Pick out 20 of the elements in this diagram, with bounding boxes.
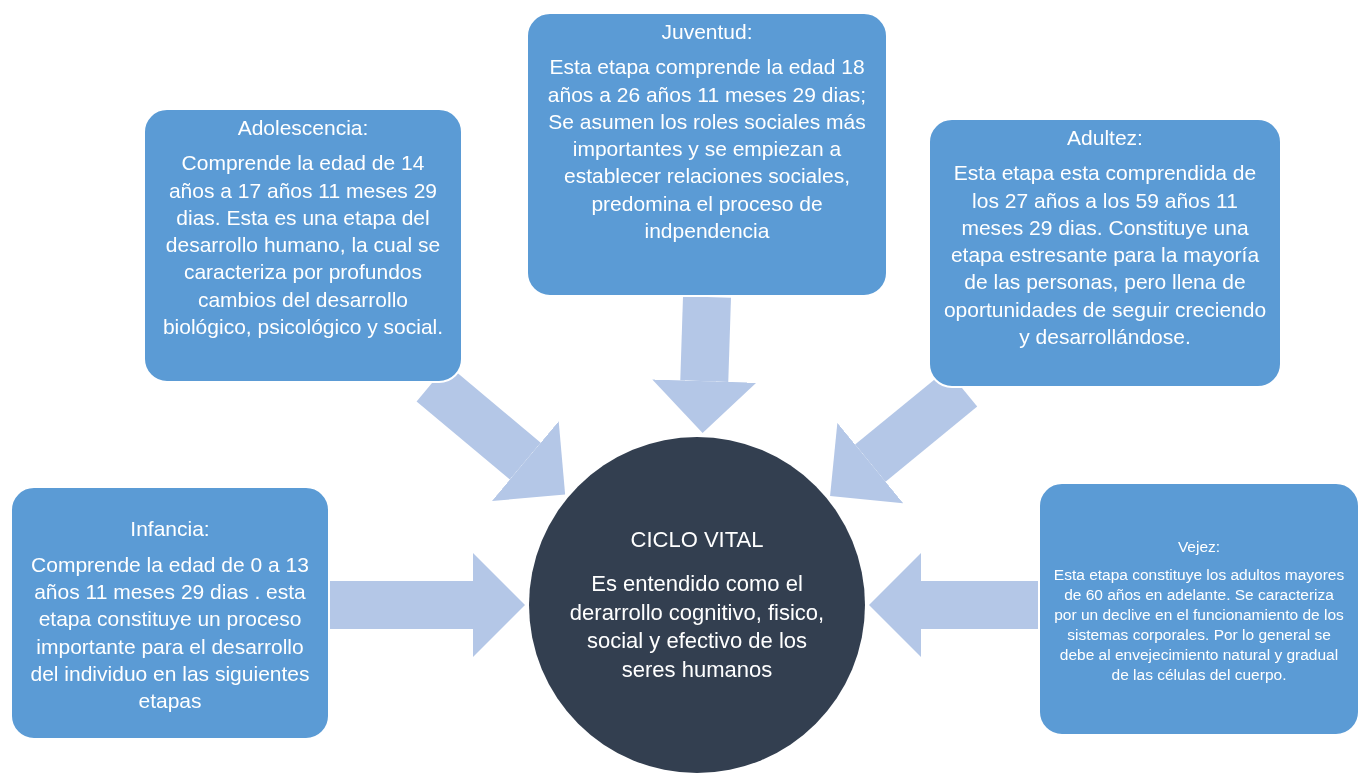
block-arrow [330,553,525,657]
block-arrow [652,296,757,434]
stage-box [10,486,330,740]
stage-box [143,108,463,383]
stage-description: Comprende la edad de 0 a 13 años 11 meses 29 dias . esta etapa constituye un proceso importante para el desarrollo del individuo en las siguientes etapas [29,551,311,715]
stage-title: Juventud: [661,19,753,45]
stage-box [1038,482,1360,736]
stage-description: Es entendido como el derarrollo cognitivo, fisico, social y efectivo de los seres humanos [568,570,826,684]
stage-description: Esta etapa esta comprendida de los 27 años a los 59 años 11 meses 29 dias. Constituye una etapa estresante para la mayoría de las personas, pero llena de oportunidades de seguir creciendo y desarrollándose. [942,160,1268,351]
stage-description: Esta etapa comprende la edad 18 años a 26 años 11 meses 29 dias; Se asumen los roles sociales más importantes y se empiezan a establecer relaciones sociales, predomina el proceso de indpendencia [546,54,868,245]
stage-box [526,12,888,297]
stage-description: Esta etapa constituye los adultos mayores de 60 años en adelante. Se caracteriza por un declive en el funcionamiento de los sistemas corporales. Por lo general se debe al envejecimiento natural y gradual de las células del cuerpo. [1052,564,1346,686]
stage-title: Vejez: [1177,536,1221,557]
stage-title: Adultez: [1067,125,1143,151]
stage-title: Adolescencia: [237,115,369,141]
block-arrow [869,553,1038,657]
stage-box [928,118,1282,388]
stage-description: Comprende la edad de 14 años a 17 años 11 meses 29 dias. Esta es una etapa del desarrollo humano, la cual se caracteriza por profundos cambios del desarrollo biológico, psicológico y social. [161,150,445,341]
stage-title: Infancia: [130,516,210,543]
circle-title: CICLO VITAL [630,525,764,554]
